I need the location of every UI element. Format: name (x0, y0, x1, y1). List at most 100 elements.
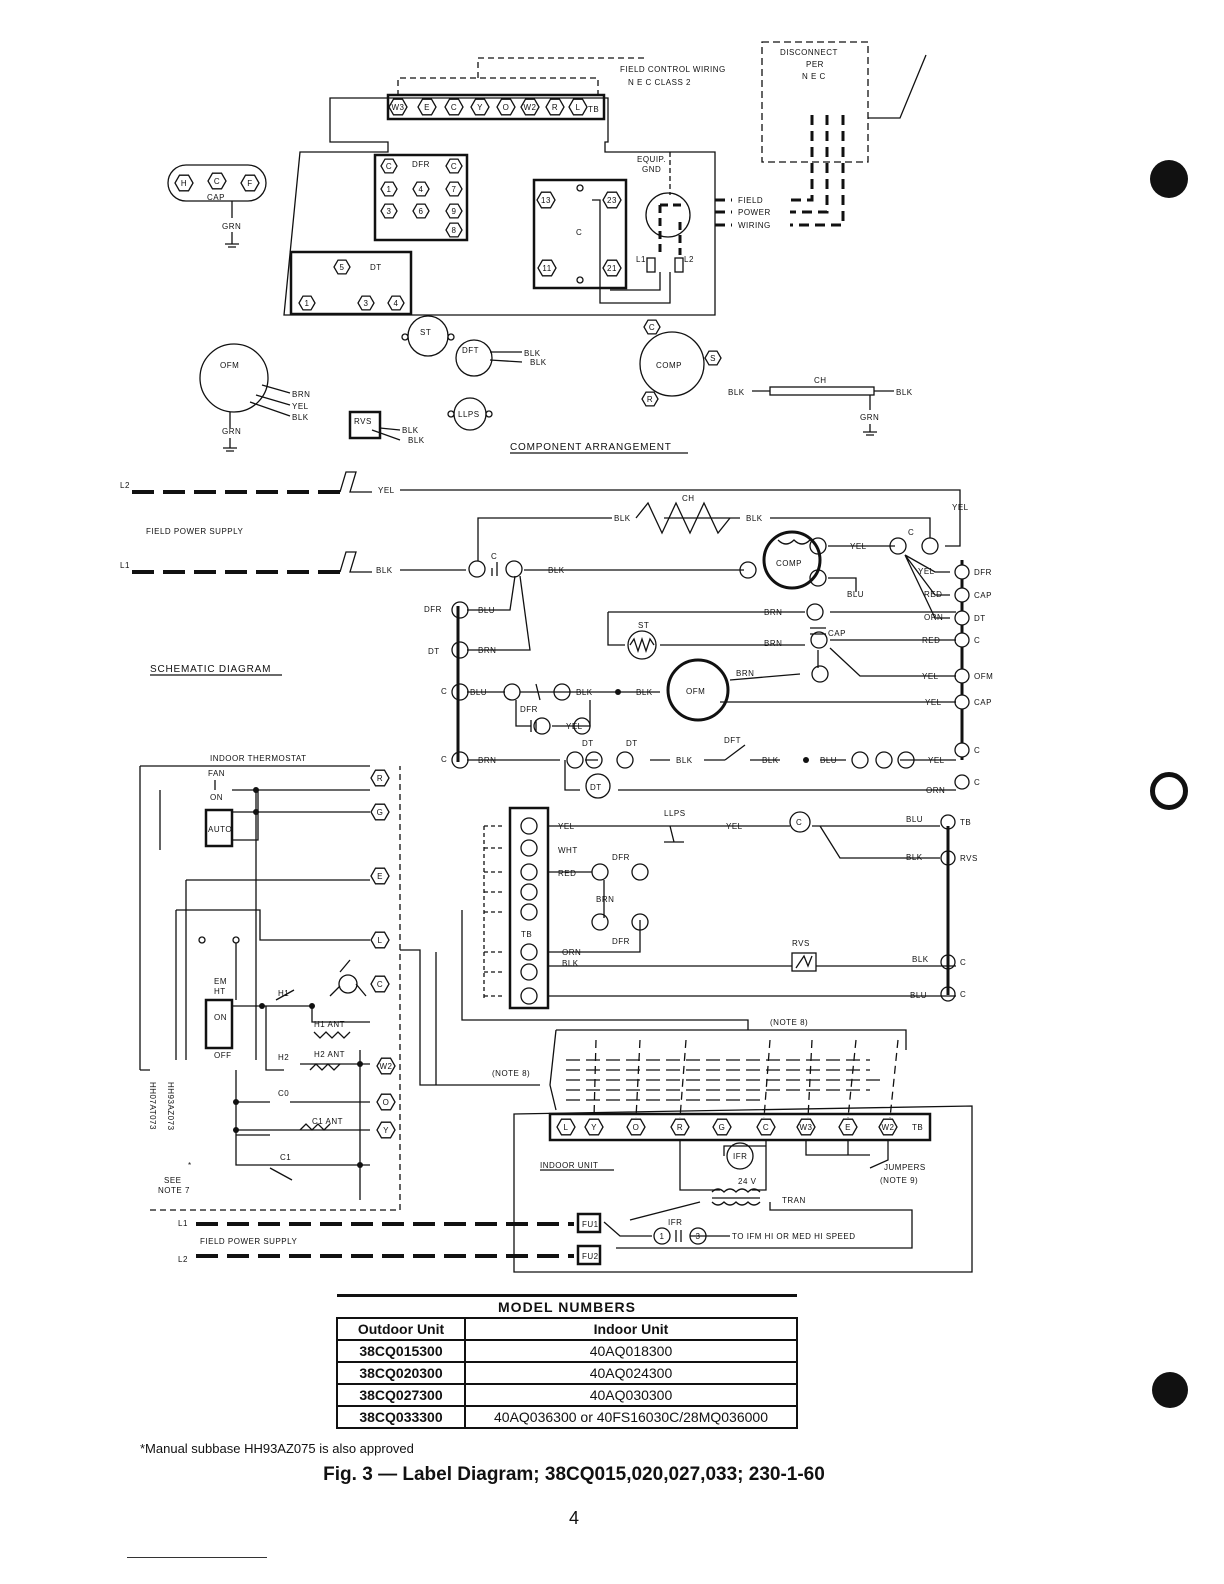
yel-label: YEL (928, 756, 945, 765)
contactor-terminal (602, 259, 622, 277)
h1-ant-resistor (313, 1031, 351, 1039)
right-terminal-label: RVS (960, 854, 978, 863)
dfr-terminal-label: C (386, 162, 392, 171)
dft-component (455, 339, 493, 377)
wht-label: WHT (558, 846, 578, 855)
yel-label: YEL (850, 542, 867, 551)
indoor-power-supply-label: FIELD POWER SUPPLY (200, 1237, 297, 1246)
field-power-text-2: POWER (738, 208, 771, 217)
ch-grn-label: GRN (860, 413, 879, 422)
jumpers-label-2: (NOTE 9) (880, 1176, 918, 1185)
fan-label: FAN (208, 769, 225, 778)
control-wires (548, 825, 956, 997)
dt-terminal-label: 3 (364, 299, 369, 308)
indicator-light-icon (338, 974, 358, 994)
yel-label: YEL (558, 822, 575, 831)
thermostat-terminal (370, 769, 390, 787)
model-numbers-table: MODEL NUMBERS Outdoor Unit Indoor Unit 3… (336, 1294, 798, 1429)
right-terminal-label: OFM (974, 672, 993, 681)
ifm-speed-label: TO IFM HI OR MED HI SPEED (732, 1232, 855, 1241)
dft-label: DFT (462, 346, 479, 355)
ground-lug (645, 192, 691, 238)
note8-verticals (593, 1039, 899, 1119)
schematic-terminal (451, 641, 469, 659)
comp-terminal-label: S (710, 354, 716, 363)
indoor-terminal-label: R (677, 1123, 683, 1132)
schematic-terminal (921, 537, 939, 555)
dt-label: DT (626, 739, 638, 748)
ch-resistor (635, 501, 731, 535)
dt-label: DT (428, 647, 440, 656)
schematic-power-supply-label: FIELD POWER SUPPLY (146, 527, 243, 536)
splice-dot (357, 1061, 363, 1067)
field-power-wires (790, 115, 845, 227)
equip-gnd-text-2: GND (642, 165, 661, 174)
thermostat-terminal-label: L (378, 936, 383, 945)
thermostat-terminal-label: Y (383, 1126, 389, 1135)
dt-terminal (387, 295, 405, 311)
right-terminal-label: DFR (974, 568, 992, 577)
st-resistor (629, 636, 655, 654)
schematic-title: SCHEMATIC DIAGRAM (150, 664, 271, 675)
schematic-terminal (505, 560, 523, 578)
comp-terminals: CSR (641, 319, 722, 407)
schematic-terminal (468, 560, 486, 578)
indoor-terminal (756, 1118, 776, 1136)
comp-rs-wires (828, 545, 895, 592)
contact-splits (904, 554, 950, 619)
indoor-model: 40AQ036300 or 40FS16030C/28MQ036000 (465, 1406, 798, 1429)
ofm-grn-label: GRN (222, 427, 241, 436)
ifr-contact (675, 1230, 682, 1242)
tb-control-terminal (520, 817, 538, 835)
indoor-unit-box (513, 1105, 973, 1273)
see-note-label-2: NOTE 7 (158, 1186, 190, 1195)
thermostat-terminal (376, 1093, 396, 1111)
cap-ground (225, 232, 239, 248)
cap-grn-label: GRN (222, 222, 241, 231)
tb-control-dashes (483, 825, 505, 1000)
right-terminal (954, 668, 970, 684)
blu-label: BLU (820, 756, 837, 765)
llps-label: LLPS (458, 410, 480, 419)
fan-switch[interactable] (204, 808, 234, 848)
ofm-component (199, 343, 269, 413)
dfr-terminal-label: 6 (419, 207, 424, 216)
indoor-l1-label: L1 (178, 1219, 188, 1228)
schematic-terminal (503, 683, 521, 701)
red-label: RED (558, 869, 576, 878)
schem-comp (762, 530, 822, 590)
h2-ant-resistor (309, 1063, 341, 1071)
indoor-model: 40AQ030300 (465, 1384, 798, 1407)
rvs-blk-label: BLK (402, 426, 419, 435)
tb-control-terminal (520, 839, 538, 857)
contactor-jumpers (592, 199, 671, 304)
brn-label: BRN (596, 895, 614, 904)
schematic-terminal (451, 683, 469, 701)
schem-st-label: ST (638, 621, 649, 630)
schematic-terminal (631, 863, 649, 881)
tb-top-terminal-label: L (576, 103, 581, 112)
dfr-block-label: DFR (412, 160, 430, 169)
thermostat-terminal-label: G (377, 808, 384, 817)
contactor-screw (576, 184, 584, 192)
brn-label: BRN (764, 608, 782, 617)
dfr-terminal-label: 8 (452, 226, 457, 235)
tb-top-terminal (417, 98, 437, 116)
ofm-yel-label: YEL (292, 402, 309, 411)
cap-terminal (174, 174, 194, 192)
h1-ant-label: H1 ANT (314, 1020, 345, 1029)
bottom-rule (127, 1557, 267, 1558)
figure-caption: Fig. 3 — Label Diagram; 38CQ015,020,027,… (323, 1464, 825, 1485)
ifr-contact-terminal-label: 1 (660, 1232, 665, 1241)
thermostat-terminal-label: E (377, 872, 383, 881)
red-label: RED (922, 636, 940, 645)
dfr-terminal (380, 203, 398, 219)
em-ht-switch[interactable] (204, 998, 234, 1050)
splice-dot (615, 689, 621, 695)
note8-dashes (566, 1059, 880, 1101)
indoor-terminal-label: W3 (800, 1123, 813, 1132)
blu-label: BLU (470, 688, 487, 697)
dfr-terminal-label: 1 (387, 185, 392, 194)
schematic-l1-label: L1 (120, 561, 130, 570)
dfr-contacts (530, 683, 541, 732)
